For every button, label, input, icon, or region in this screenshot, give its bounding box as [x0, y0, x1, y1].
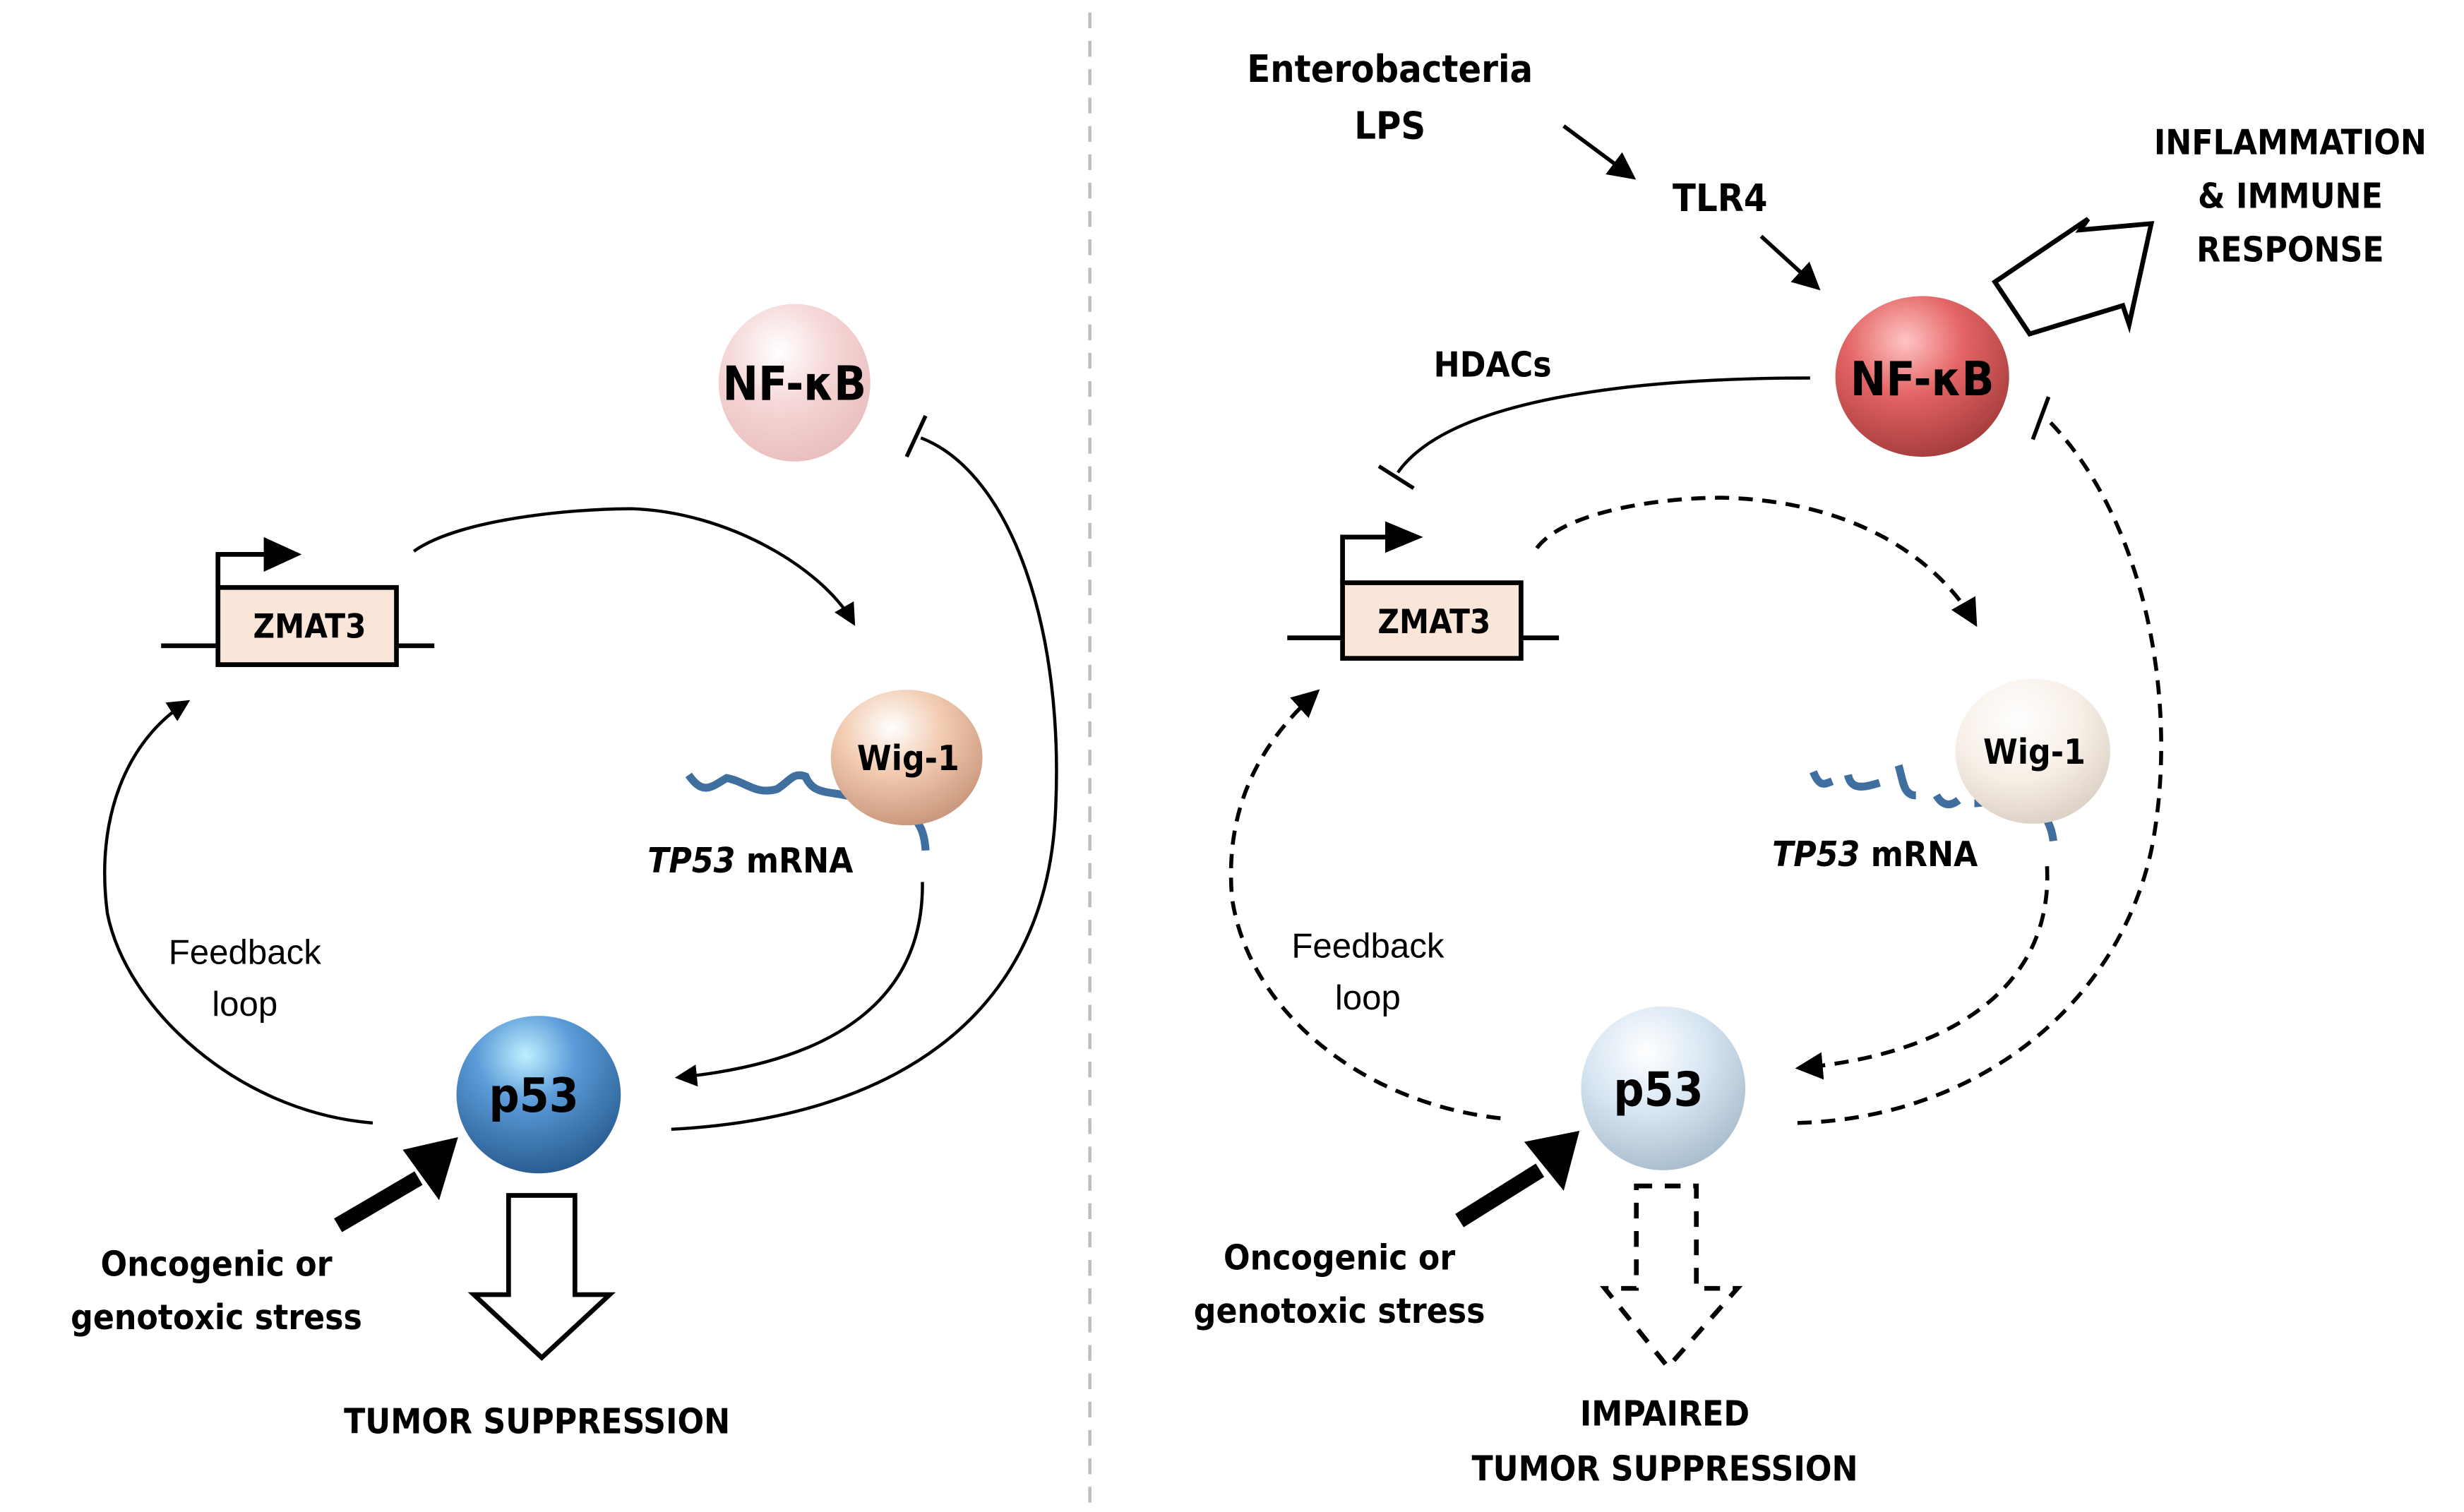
tp53-mrna-fragments	[1810, 764, 2057, 842]
feedback-label-line2: loop	[1335, 979, 1401, 1017]
stress-label-line2: genotoxic stress	[1194, 1290, 1485, 1331]
p53-label: p53	[489, 1068, 579, 1123]
transcription-start-arrow-icon	[215, 552, 269, 588]
stress-label-line2: genotoxic stress	[71, 1297, 362, 1338]
impaired-suppression-block-arrow	[1599, 1183, 1743, 1371]
wig1-label: Wig-1	[857, 738, 959, 779]
zmat3-to-wig1-dashed-arrow	[1535, 496, 1978, 628]
inflammation-label-line3: RESPONSE	[2196, 229, 2384, 270]
stress-arrow	[334, 1171, 423, 1232]
left-panel: NF-κB ZMAT3 Wig-1 TP53 mRNA Feedback loo	[71, 304, 1058, 1441]
lps-label: LPS	[1354, 103, 1425, 148]
wig1-to-p53-arrow	[674, 882, 924, 1087]
inhibition-bar-icon	[1377, 464, 1415, 491]
hdacs-label: HDACs	[1434, 344, 1552, 385]
zmat3-gene-right: ZMAT3	[1287, 521, 1560, 661]
feedback-label-line1: Feedback	[1291, 928, 1445, 966]
tlr4-to-nfkb-arrow	[1759, 234, 1821, 291]
inhibition-bar-icon	[904, 414, 928, 458]
stress-arrow	[1455, 1163, 1545, 1228]
feedback-label-line1: Feedback	[169, 934, 322, 972]
stress-label-line1: Oncogenic or	[100, 1243, 332, 1284]
inhibition-bar-icon	[2031, 396, 2051, 440]
feedback-label-line2: loop	[212, 985, 277, 1024]
inflammation-label-line2: & IMMUNE	[2198, 176, 2383, 217]
nfkb-label: NF-κB	[722, 356, 866, 412]
transcription-start-arrow-icon	[1340, 534, 1390, 583]
tumor-suppression-label: TUMOR SUPPRESSION	[344, 1400, 730, 1441]
wig1-node-right: Wig-1	[1955, 678, 2110, 824]
inflammation-label-line1: INFLAMMATION	[2154, 122, 2427, 163]
p53-inhibits-nfkb-line	[671, 436, 1058, 1132]
p53-label: p53	[1613, 1062, 1703, 1117]
inflammation-block-arrow	[1991, 217, 2155, 337]
nfkb-node-right: NF-κB	[1835, 296, 2009, 457]
wig1-label: Wig-1	[1983, 731, 2086, 772]
mrna-label: TP53 mRNA	[1772, 834, 1978, 875]
impaired-label-line2: TUMOR SUPPRESSION	[1471, 1448, 1858, 1489]
p53-node-right: p53	[1581, 1006, 1746, 1170]
impaired-label-line1: IMPAIRED	[1580, 1393, 1750, 1434]
feedback-loop-dashed-arrow	[1228, 689, 1501, 1120]
p53-node-left: p53	[456, 1016, 621, 1174]
wig1-node-left: Wig-1	[830, 690, 983, 826]
nfkb-label: NF-κB	[1850, 352, 1994, 407]
feedback-loop-arrow	[103, 700, 373, 1125]
mrna-label: TP53 mRNA	[647, 840, 854, 881]
zmat3-label: ZMAT3	[1377, 603, 1490, 642]
zmat3-label: ZMAT3	[253, 608, 366, 647]
tlr4-label: TLR4	[1673, 176, 1768, 220]
enterobacteria-label: Enterobacteria	[1247, 47, 1533, 91]
hdacs-inhibits-zmat3-line	[1397, 376, 1810, 474]
right-panel: Enterobacteria LPS TLR4 NF-κB INFLAMMATI…	[1194, 47, 2427, 1489]
p53-inhibits-nfkb-dashed-line	[1797, 416, 2163, 1125]
lps-to-tlr4-arrow	[1562, 124, 1637, 180]
zmat3-to-wig1-arrow	[412, 507, 856, 626]
tumor-suppression-block-arrow	[467, 1193, 616, 1361]
zmat3-gene-left: ZMAT3	[161, 536, 435, 667]
nfkb-node-left: NF-κB	[718, 304, 871, 462]
stress-label-line1: Oncogenic or	[1224, 1237, 1455, 1278]
wig1-to-p53-dashed-arrow	[1795, 866, 2050, 1080]
